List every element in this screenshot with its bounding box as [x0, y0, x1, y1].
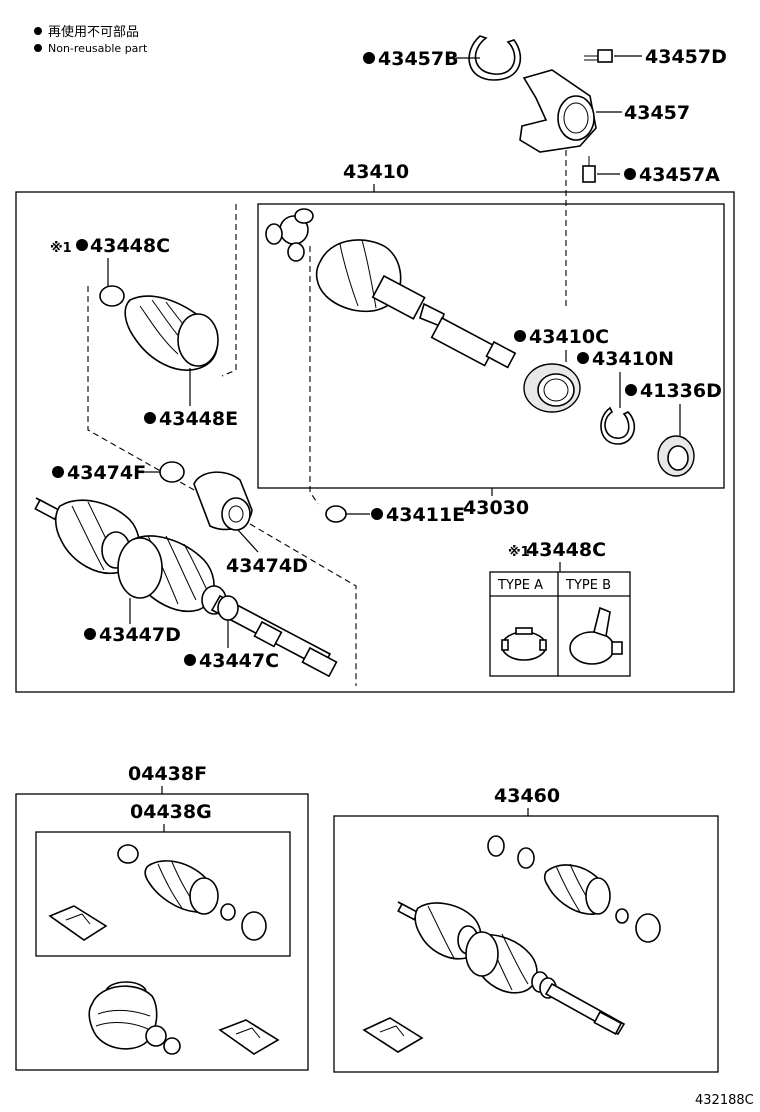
non-reusable-marker: [184, 654, 196, 666]
figure-id: 432188C: [695, 1093, 754, 1108]
label-43410N[interactable]: 43410N: [592, 348, 674, 370]
assembly-43030-box: [257, 203, 725, 489]
tripod-joint-part: [265, 208, 314, 262]
clip-43457B-part: [468, 35, 522, 81]
label-43410[interactable]: 43410: [343, 161, 409, 183]
band-type-a-icon: [501, 627, 547, 661]
non-reusable-marker: [52, 466, 64, 478]
boot-43448E-part: [124, 295, 219, 371]
clamp-43474F-part: [159, 461, 185, 483]
dashed-guide: [221, 204, 237, 377]
label-43448C-box[interactable]: 43448C: [526, 539, 606, 561]
outboard-shaft-part: [34, 497, 338, 678]
bolt-43457A-part: [582, 156, 596, 183]
snap-ring-43410N-part: [600, 406, 636, 445]
label-41336D[interactable]: 41336D: [640, 380, 722, 402]
label-43474F[interactable]: 43474F: [67, 462, 146, 484]
ref-mark: ※1: [508, 545, 530, 560]
kit-04438G-box: [35, 831, 291, 957]
type-a-heading: TYPE A: [497, 578, 543, 593]
legend-bullet-icon: [34, 44, 42, 52]
label-04438G[interactable]: 04438G: [130, 801, 212, 823]
kit-04438F-box: [15, 793, 309, 1071]
label-43457B[interactable]: 43457B: [378, 48, 459, 70]
band-43448C-part: [99, 285, 125, 307]
dashed-guide: [249, 523, 357, 686]
label-04438F[interactable]: 04438F: [128, 763, 207, 785]
kit-04438F-boot-part: [88, 981, 280, 1055]
non-reusable-marker: [625, 384, 637, 396]
bearing-43410C-part: [523, 363, 581, 413]
assembly-43410-box: [15, 191, 735, 693]
bracket-43457-part: [519, 69, 597, 153]
label-43447C[interactable]: 43447C: [199, 650, 279, 672]
label-43447D[interactable]: 43447D: [99, 624, 181, 646]
bolt-43457D-part: [584, 49, 613, 63]
non-reusable-marker: [363, 52, 375, 64]
assembly-43460-part: [362, 835, 661, 1053]
non-reusable-marker: [84, 628, 96, 640]
label-43411E[interactable]: 43411E: [386, 504, 465, 526]
assembly-43460-box: [333, 815, 719, 1073]
label-43448C-ref[interactable]: 43448C: [90, 235, 170, 257]
type-table: [489, 571, 631, 677]
label-43474D[interactable]: 43474D: [226, 555, 308, 577]
damper-43474D-part: [193, 471, 253, 531]
non-reusable-marker: [144, 412, 156, 424]
kit-04438G-boot-part: [48, 844, 267, 941]
ring-43411E-part: [325, 505, 347, 523]
non-reusable-marker: [76, 239, 88, 251]
non-reusable-marker: [371, 508, 383, 520]
non-reusable-marker: [577, 352, 589, 364]
label-43410C[interactable]: 43410C: [529, 326, 609, 348]
non-reusable-marker: [514, 330, 526, 342]
label-43457[interactable]: 43457: [624, 102, 690, 124]
dashed-guide: [87, 286, 227, 509]
legend-jp: 再使用不可部品: [48, 24, 139, 40]
non-reusable-marker: [624, 168, 636, 180]
label-43460[interactable]: 43460: [494, 785, 560, 807]
label-43448E[interactable]: 43448E: [159, 408, 238, 430]
leader-line: [237, 529, 259, 553]
legend-bullet-icon: [34, 27, 42, 35]
dashed-guide: [309, 246, 319, 505]
legend-en: Non-reusable part: [48, 42, 148, 55]
ref-mark: ※1: [50, 241, 72, 256]
inboard-joint-part: [315, 239, 517, 369]
type-b-heading: TYPE B: [565, 578, 611, 593]
label-43457D[interactable]: 43457D: [645, 46, 727, 68]
label-43030[interactable]: 43030: [463, 497, 529, 519]
label-43457A[interactable]: 43457A: [639, 164, 720, 186]
band-type-b-icon: [569, 606, 623, 665]
seal-41336D-part: [657, 435, 695, 477]
band-43447C-part: [217, 595, 239, 621]
